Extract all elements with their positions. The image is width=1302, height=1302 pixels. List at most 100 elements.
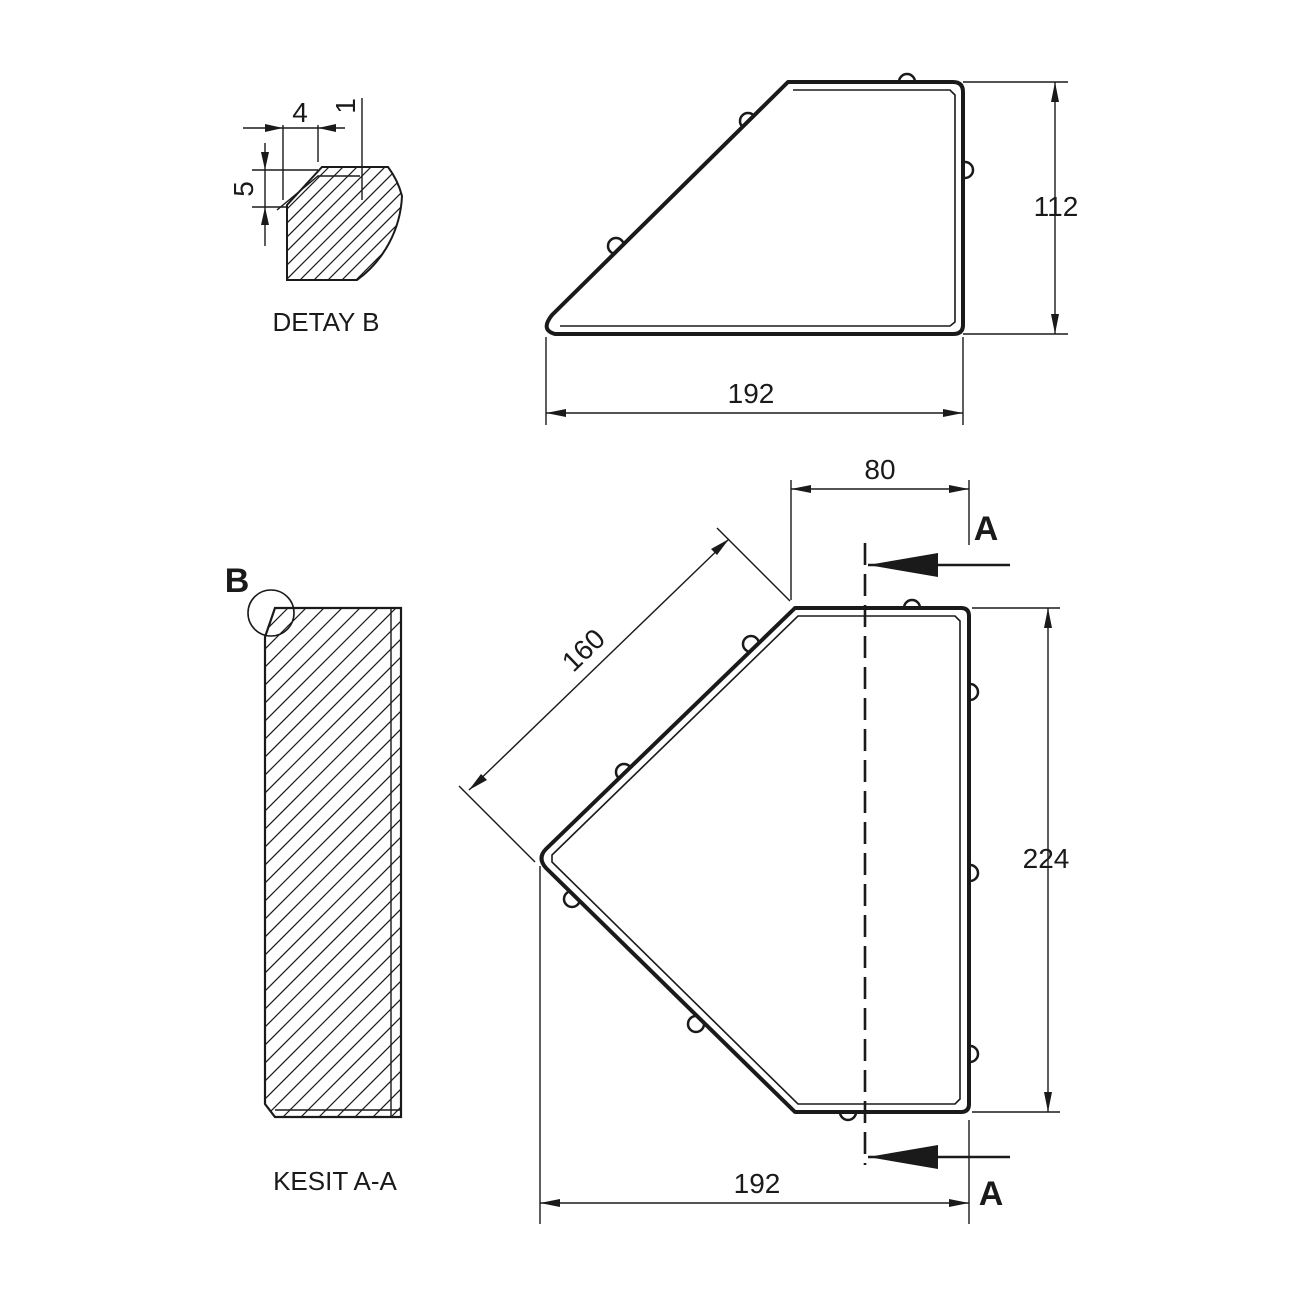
hatch-line [265,608,401,1117]
detail-chamfer-inner-line [276,175,360,211]
hatch-line [287,167,379,280]
dim-arrowhead [1044,1092,1052,1112]
hatch-line [265,608,401,1117]
top-dim-80-text: 80 [864,454,895,485]
hatch-line [317,167,402,280]
hatch-line [287,167,365,280]
top-dim-192-text: 192 [734,1168,781,1199]
top-view: A A 80 160 224 192 [458,454,1070,1224]
hatch-line [265,608,401,1117]
hatch-line [444,160,574,290]
hatch-line [150,160,280,290]
dim-arrowhead [261,152,269,170]
top-dim-line-160 [468,538,730,791]
hatch-line [265,608,401,1117]
hatch-line [0,600,260,1125]
section-arrow-top [868,553,1010,577]
hatch-line [265,608,401,1117]
hatch-line [292,608,401,1117]
hatch-line [265,608,401,1117]
hatch-line [265,608,401,1117]
top-view-outline [539,606,971,1114]
hatch-line [287,167,323,280]
hatch-line [430,160,560,290]
section-marker-top: A [974,510,999,548]
section-arrow-bottom [868,1145,1010,1169]
detail-label: DETAY B [273,307,380,337]
section-a-a-view: B KESIT A-A [0,562,1302,1196]
dim-arrowhead [540,1199,560,1207]
hatch-line [345,167,402,280]
hatch-line [265,608,401,1117]
top-view-inner-edge [551,615,961,1105]
hatch-line [387,167,402,280]
hatch-line [265,608,297,1117]
hatch-line [265,608,401,1117]
dim-arrowhead [943,409,963,417]
dim-arrowhead [261,207,269,225]
hatch-line [265,608,401,1117]
top-extension-line [716,527,791,602]
hatch-line [265,608,351,1117]
dim-arrowhead [318,124,336,132]
hatch-line [401,167,402,280]
dim-arrowhead [1051,314,1059,334]
hatch-line [265,608,401,1117]
hatch-line [265,608,401,1117]
dim-arrowhead [1044,608,1052,628]
hatch-line [265,608,401,1117]
detail-dim-4-text: 4 [292,97,308,128]
hatch-line [287,167,402,280]
dim-arrowhead [265,124,283,132]
hatch-line [265,608,369,1117]
section-outline [263,606,403,1119]
detail-b-callout-circle [247,589,295,637]
hatch-line [265,608,401,1117]
hatch-line [287,167,295,280]
detail-dim-1-text: 1 [330,98,361,114]
top-dim-224-text: 224 [1023,843,1070,874]
detail-hatching [150,160,602,290]
hatch-line [265,608,401,1117]
side-view-outline [544,80,965,336]
hatch-line [359,167,402,280]
side-dim-112-text: 112 [1034,191,1079,222]
hatch-line [265,608,401,1117]
hatch-line [472,160,602,290]
detail-profile-outline [286,166,404,281]
side-view: 112 192 [544,72,1079,425]
top-dim-160-text: 160 [556,623,611,678]
detail-b-view: 4 1 5 DETAY B [150,97,602,337]
side-dim-192-text: 192 [728,378,775,409]
dim-arrowhead [949,1199,969,1207]
hatch-line [287,167,309,280]
hatch-line [265,608,387,1117]
section-hatching [0,600,1302,1125]
dim-arrowhead [546,409,566,417]
hatch-line [287,167,337,280]
hatch-line [287,167,393,280]
hatch-line [265,608,279,1117]
top-extension-line [458,785,536,863]
hatch-line [373,167,402,280]
hatch-line [458,160,588,290]
dim-arrowhead [791,485,811,493]
section-marker-bottom: A [979,1175,1004,1213]
hatch-line [265,608,401,1117]
detail-dim-5-text: 5 [228,181,259,197]
hatch-line [923,600,1302,1125]
hatch-line [265,608,401,1117]
dim-arrowhead [1051,82,1059,102]
detail-b-callout-letter: B [225,562,250,600]
hatch-line [310,608,401,1117]
hatch-line [287,167,351,280]
dim-arrowhead [469,774,487,790]
section-label: KESIT A-A [273,1166,397,1196]
hatch-line [274,608,401,1117]
side-view-inner-edge [560,89,956,327]
hatch-line [265,608,401,1117]
hatch-line [303,167,402,280]
dim-arrowhead [949,485,969,493]
hatch-line [265,608,401,1117]
